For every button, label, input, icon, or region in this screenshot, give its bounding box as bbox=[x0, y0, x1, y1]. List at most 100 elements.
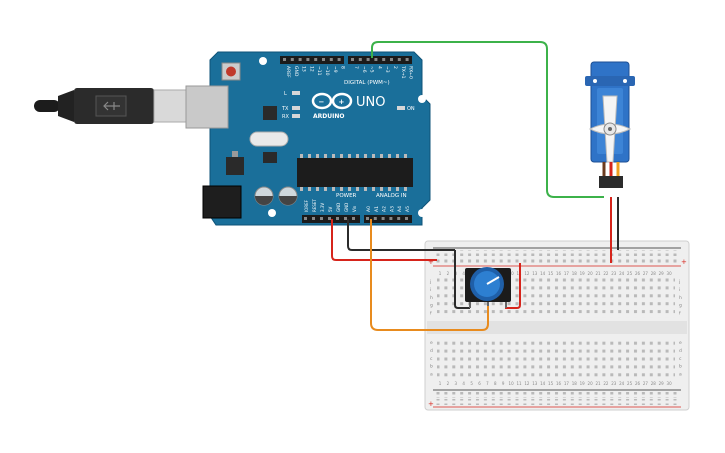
crystal-oscillator bbox=[249, 131, 289, 147]
dc-power-jack bbox=[202, 185, 242, 219]
digital-pin-label: TX→1 bbox=[400, 65, 406, 79]
center-channel bbox=[427, 321, 687, 334]
reset-button[interactable] bbox=[226, 66, 236, 77]
column-number: 24 bbox=[619, 271, 625, 276]
power-header-label: POWER bbox=[336, 193, 357, 199]
column-number: 21 bbox=[595, 381, 601, 386]
ic-pin bbox=[332, 154, 335, 158]
header-pin[interactable] bbox=[336, 217, 339, 220]
column-number: 25 bbox=[627, 381, 633, 386]
row-letter: i bbox=[430, 287, 431, 293]
top-power-rail[interactable]: − + + bbox=[428, 247, 687, 267]
ic-pin bbox=[308, 187, 311, 191]
bottom-power-rail[interactable]: + bbox=[428, 389, 681, 408]
wire-gnd-black[interactable] bbox=[347, 219, 455, 251]
wire-a0-orange[interactable] bbox=[370, 219, 489, 331]
column-number: 24 bbox=[619, 381, 625, 386]
ic-pin bbox=[332, 187, 335, 191]
header-pin[interactable] bbox=[358, 58, 362, 61]
header-pin[interactable] bbox=[405, 58, 409, 61]
column-number: 29 bbox=[659, 271, 665, 276]
column-number: 29 bbox=[659, 381, 665, 386]
header-pin[interactable] bbox=[366, 217, 369, 220]
power-pin-label: GND bbox=[336, 203, 341, 212]
header-pin[interactable] bbox=[306, 58, 310, 61]
header-pin[interactable] bbox=[373, 217, 377, 220]
power-pin-label: RESET bbox=[312, 199, 317, 212]
header-pin[interactable] bbox=[337, 58, 341, 61]
header-pin[interactable] bbox=[351, 58, 354, 61]
wire-pot-gnd-black[interactable] bbox=[454, 250, 470, 309]
header-digital-low[interactable] bbox=[348, 56, 412, 64]
header-pin[interactable] bbox=[366, 58, 370, 61]
column-number: 1 bbox=[439, 271, 442, 276]
column-number: 17 bbox=[564, 381, 570, 386]
header-pin[interactable] bbox=[312, 217, 315, 220]
column-number: 16 bbox=[556, 271, 562, 276]
row-letter: d bbox=[430, 348, 433, 354]
header-pin[interactable] bbox=[397, 217, 401, 220]
column-number: 2 bbox=[447, 381, 450, 386]
column-number: 28 bbox=[651, 271, 657, 276]
column-number: 9 bbox=[502, 381, 505, 386]
digital-pin-label: 4 bbox=[376, 66, 382, 69]
header-pin[interactable] bbox=[329, 58, 333, 61]
header-analog[interactable] bbox=[364, 215, 412, 223]
voltage-regulator bbox=[226, 157, 244, 175]
ic-pin bbox=[316, 187, 319, 191]
header-pin[interactable] bbox=[298, 58, 302, 61]
analog-header-label: ANALOG IN bbox=[376, 193, 407, 199]
micro-servo[interactable] bbox=[585, 61, 635, 188]
status-leds: L TX RX ON bbox=[281, 91, 415, 120]
wire-5v-red[interactable] bbox=[331, 219, 437, 261]
potentiometer-indicator bbox=[486, 276, 500, 285]
wire-pot-vcc-red[interactable] bbox=[505, 263, 521, 309]
row-letter: c bbox=[679, 357, 682, 362]
header-pin[interactable] bbox=[397, 58, 401, 61]
ic-pin bbox=[372, 187, 375, 191]
row-letter: h bbox=[679, 295, 682, 301]
header-pin[interactable] bbox=[322, 58, 325, 61]
digital-pin-label: 2 bbox=[392, 66, 398, 69]
wire-signal-green[interactable] bbox=[371, 41, 604, 198]
column-number: 4 bbox=[462, 381, 465, 386]
header-digital-high[interactable] bbox=[280, 56, 344, 64]
header-pin[interactable] bbox=[320, 217, 323, 220]
board-brand-label: ARDUINO bbox=[313, 113, 344, 120]
breadboard[interactable]: − + + 1234567891011121314151617181920212… bbox=[424, 240, 690, 411]
header-pin[interactable] bbox=[381, 217, 385, 220]
potentiometer[interactable] bbox=[465, 267, 511, 308]
header-pin[interactable] bbox=[405, 217, 408, 220]
column-number: 21 bbox=[595, 271, 601, 276]
header-pin[interactable] bbox=[344, 217, 347, 220]
digital-pin-label: 8 bbox=[340, 66, 346, 69]
header-pin[interactable] bbox=[374, 58, 378, 61]
header-pin[interactable] bbox=[382, 58, 386, 61]
row-letter: e bbox=[430, 341, 433, 346]
row-letter: a bbox=[679, 373, 682, 378]
row-letter: g bbox=[679, 304, 682, 309]
header-pin[interactable] bbox=[314, 58, 318, 61]
ic-pin bbox=[404, 154, 407, 158]
svg-text:+: + bbox=[339, 98, 345, 106]
header-pin[interactable] bbox=[304, 217, 307, 220]
header-pin[interactable] bbox=[390, 58, 393, 61]
column-number: 13 bbox=[532, 381, 538, 386]
capacitors bbox=[254, 186, 298, 206]
row-letter: b bbox=[679, 364, 682, 370]
header-pin[interactable] bbox=[389, 217, 393, 220]
header-pin[interactable] bbox=[283, 58, 286, 61]
digital-pin-label: ~6 bbox=[361, 66, 367, 73]
usb-chip bbox=[263, 106, 277, 120]
header-pin[interactable] bbox=[290, 58, 294, 61]
column-number: 5 bbox=[470, 381, 473, 386]
header-pin[interactable] bbox=[328, 217, 331, 220]
header-pin[interactable] bbox=[352, 217, 355, 220]
